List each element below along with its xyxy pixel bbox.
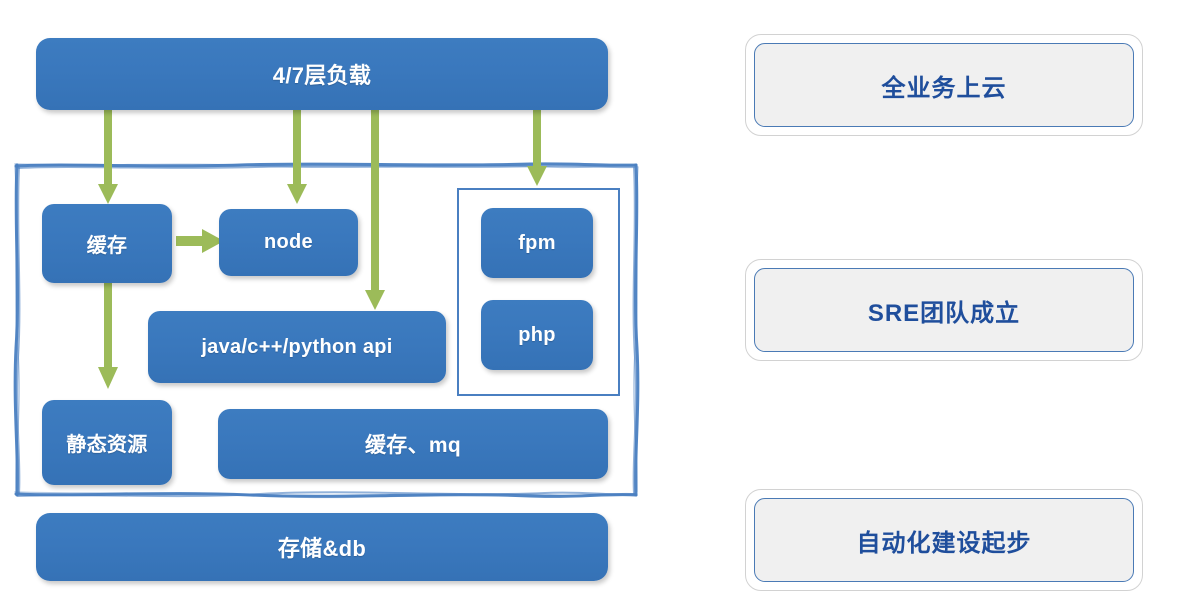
arrow-lb-to-api: [363, 110, 387, 312]
milestone-card-3-inner: 自动化建设起步: [754, 498, 1134, 582]
milestone-card-2-inner: SRE团队成立: [754, 268, 1134, 352]
node-cache-label: 缓存: [86, 235, 128, 257]
node-static-resources-label: 静态资源: [66, 434, 148, 456]
node-load-balancer-label: 4/7层负载: [272, 63, 372, 88]
milestone-card-1[interactable]: 全业务上云: [745, 34, 1143, 136]
milestone-card-1-inner: 全业务上云: [754, 43, 1134, 127]
node-cache-mq[interactable]: 缓存、mq: [218, 409, 608, 479]
milestone-card-2-label: SRE团队成立: [867, 299, 1021, 327]
node-node-label: node: [264, 231, 313, 253]
node-api-label: java/c++/python api: [201, 335, 393, 358]
milestone-card-3-label: 自动化建设起步: [856, 529, 1032, 557]
arrow-lb-to-cache: [96, 110, 120, 206]
node-php-label: php: [518, 323, 556, 346]
node-load-balancer[interactable]: 4/7层负载: [36, 38, 608, 110]
node-fpm[interactable]: fpm: [481, 208, 593, 278]
milestone-card-2[interactable]: SRE团队成立: [745, 259, 1143, 361]
arrow-cache-to-node: [176, 227, 226, 255]
node-storage-db-label: 存储&db: [277, 536, 367, 561]
arrow-cache-to-static: [96, 283, 120, 391]
milestone-card-1-label: 全业务上云: [881, 74, 1007, 102]
node-api[interactable]: java/c++/python api: [148, 311, 446, 383]
application-layer-container: [10, 158, 642, 502]
milestone-card-3[interactable]: 自动化建设起步: [745, 489, 1143, 591]
node-cache[interactable]: 缓存: [42, 204, 172, 283]
arrow-lb-to-node: [285, 110, 309, 206]
node-fpm-label: fpm: [518, 231, 556, 254]
node-php[interactable]: php: [481, 300, 593, 370]
node-storage-db[interactable]: 存储&db: [36, 513, 608, 581]
node-static-resources[interactable]: 静态资源: [42, 400, 172, 485]
node-cache-mq-label: 缓存、mq: [365, 434, 461, 457]
arrow-lb-to-fpm: [525, 110, 549, 188]
node-node[interactable]: node: [219, 209, 358, 276]
